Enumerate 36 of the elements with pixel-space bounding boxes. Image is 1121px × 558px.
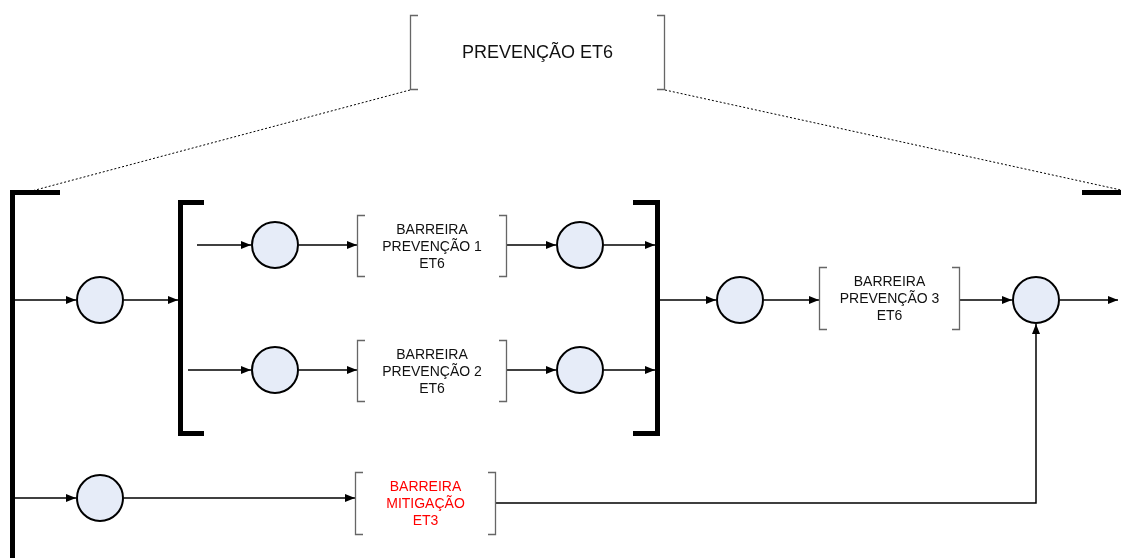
arrow: [187, 366, 252, 374]
state-circle: [76, 276, 124, 324]
arrow: [959, 296, 1013, 304]
state-circle: [251, 221, 299, 269]
arrow: [506, 366, 557, 374]
arrow: [495, 323, 1040, 504]
state-circle: [76, 474, 124, 522]
arrow: [123, 494, 356, 502]
box-label: BARREIRA MITIGAÇÃO ET3: [385, 478, 466, 529]
bracket-box: [357, 340, 507, 402]
arrow: [506, 241, 557, 249]
arrow: [603, 241, 656, 249]
dotted-line: [664, 89, 1121, 191]
state-circle: [556, 221, 604, 269]
arrow: [1059, 296, 1119, 304]
arrow: [763, 296, 820, 304]
arrow: [298, 366, 358, 374]
bracket-box: [355, 472, 496, 535]
box-label: BARREIRA PREVENÇÃO 1 ET6: [381, 220, 483, 272]
state-circle: [251, 346, 299, 394]
arrow: [14, 296, 77, 304]
box-label: BARREIRA PREVENÇÃO 3 ET6: [838, 273, 941, 324]
state-circle: [556, 346, 604, 394]
arrow: [603, 366, 656, 374]
bracket-box: [357, 215, 507, 277]
arrow: [659, 296, 717, 304]
box-label: PREVENÇÃO ET6: [460, 44, 614, 61]
arrow: [196, 241, 252, 249]
arrow: [14, 494, 77, 502]
box-label: BARREIRA PREVENÇÃO 2 ET6: [381, 345, 483, 397]
bracket-box: [819, 267, 960, 330]
arrow: [298, 241, 358, 249]
bracket-box: [410, 15, 665, 90]
state-circle: [716, 276, 764, 324]
arrow: [123, 296, 179, 304]
state-circle: [1012, 276, 1060, 324]
